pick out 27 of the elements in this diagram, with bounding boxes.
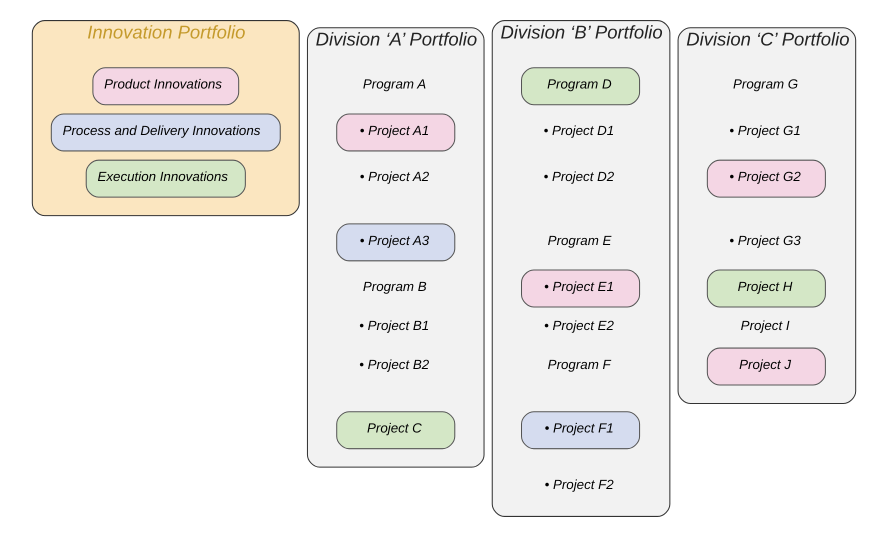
node-text: Program F [548,357,611,372]
node-box: Project J [706,348,826,386]
node-text: Project I [740,318,790,333]
node-text: Program G [733,76,798,92]
node-text: Program B [362,278,427,294]
node-box: Product Innovations [92,67,240,106]
node-box: • Project E1 [521,270,640,308]
node-box: • Project F1 [521,411,640,450]
node-text: • Project B2 [359,357,430,372]
node-text: Program A [362,76,426,92]
node-box: • Project A1 [336,113,456,152]
node-box: Execution Innovations [86,160,246,198]
node-box: Project H [706,270,826,308]
node-box: • Project G2 [706,160,826,198]
node-text: • Project A2 [360,169,430,184]
node-text: • Project G3 [729,232,801,248]
node-text: • Project E2 [544,318,614,333]
node-text: • Project G1 [729,122,801,138]
node-text: • Project F2 [544,477,614,492]
node-text: • Project B1 [359,318,430,333]
node-box: • Project A3 [336,223,456,262]
node-box: Project C [336,411,456,450]
node-text: • Project D1 [544,122,614,138]
node-box: Process and Delivery Innovations [50,113,281,152]
node-text: • Project D2 [544,169,614,184]
node-box: Program D [521,67,640,106]
node-text: Program E [548,232,612,248]
